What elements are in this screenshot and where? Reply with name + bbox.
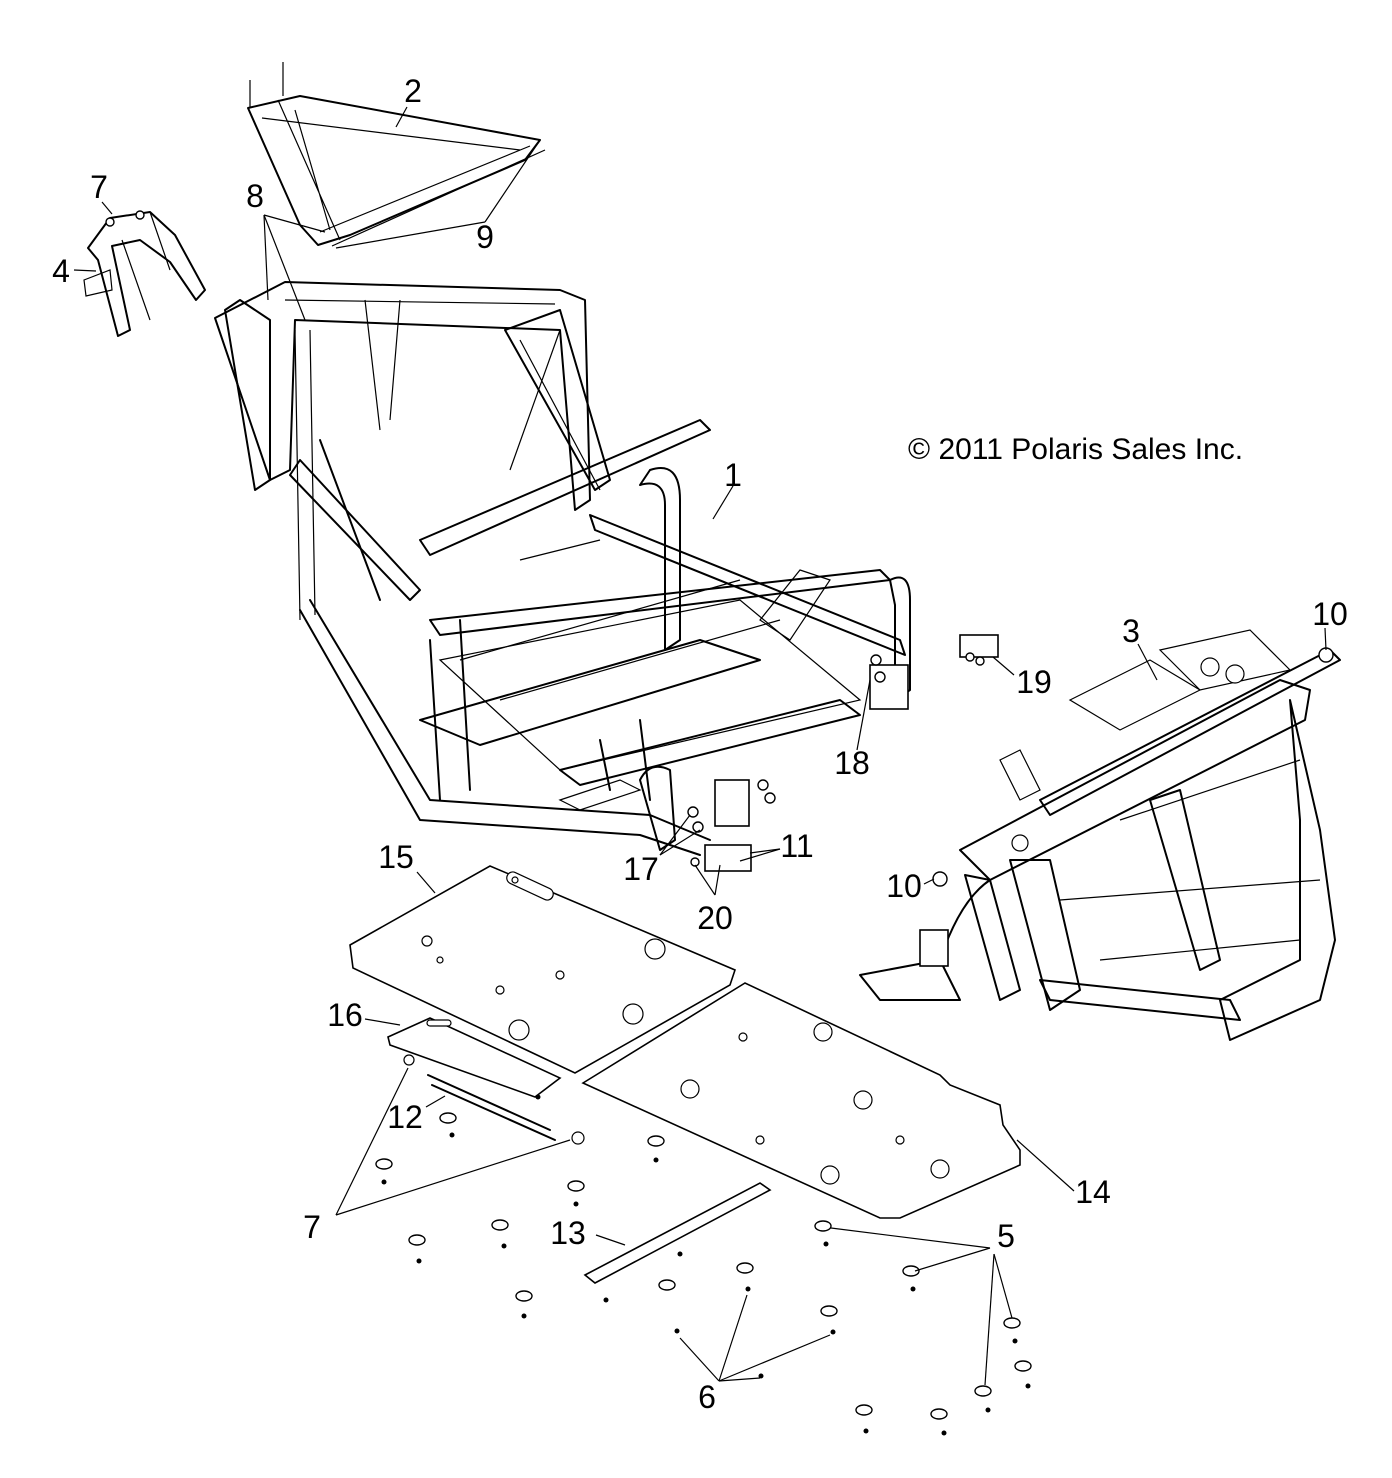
callout-11: 11 [780, 828, 813, 864]
fastener-set [105, 210, 1334, 1436]
leader-lines [73, 106, 1327, 1386]
callout-10-front: 10 [886, 868, 922, 904]
callout-20: 20 [697, 900, 733, 936]
callout-18: 18 [834, 745, 870, 781]
callout-5: 5 [997, 1218, 1015, 1254]
floor-plate-14 [581, 982, 1021, 1219]
callout-12: 12 [387, 1099, 423, 1135]
callout-4: 4 [52, 253, 70, 289]
callout-19: 19 [1016, 664, 1052, 700]
skid-plate-16 [387, 1017, 562, 1098]
bracket-part [83, 211, 206, 337]
rear-frame-part [859, 629, 1341, 1041]
callout-7-floor: 7 [303, 1209, 321, 1245]
callout-6: 6 [698, 1379, 716, 1415]
callout-10-rear: 10 [1312, 596, 1348, 632]
callout-9: 9 [476, 219, 494, 255]
callout-16: 16 [327, 997, 363, 1033]
callout-8: 8 [246, 178, 264, 214]
callout-15: 15 [378, 839, 414, 875]
strip-13 [583, 1182, 772, 1284]
callout-7-bracket: 7 [90, 169, 108, 205]
callout-3: 3 [1122, 613, 1140, 649]
rod-12 [403, 1054, 585, 1145]
copyright-notice: © 2011 Polaris Sales Inc. [908, 433, 1243, 466]
floor-plate-15 [349, 865, 736, 1074]
callout-13: 13 [550, 1215, 586, 1251]
callout-1: 1 [724, 457, 742, 493]
callout-14: 14 [1075, 1174, 1111, 1210]
callout-17: 17 [623, 851, 659, 887]
callout-2: 2 [404, 73, 422, 109]
callout-labels: 1 2 3 4 5 6 7 7 8 9 10 10 11 12 13 14 15… [52, 73, 1348, 1415]
main-frame-part [214, 281, 911, 856]
upper-brace-part [247, 62, 546, 247]
